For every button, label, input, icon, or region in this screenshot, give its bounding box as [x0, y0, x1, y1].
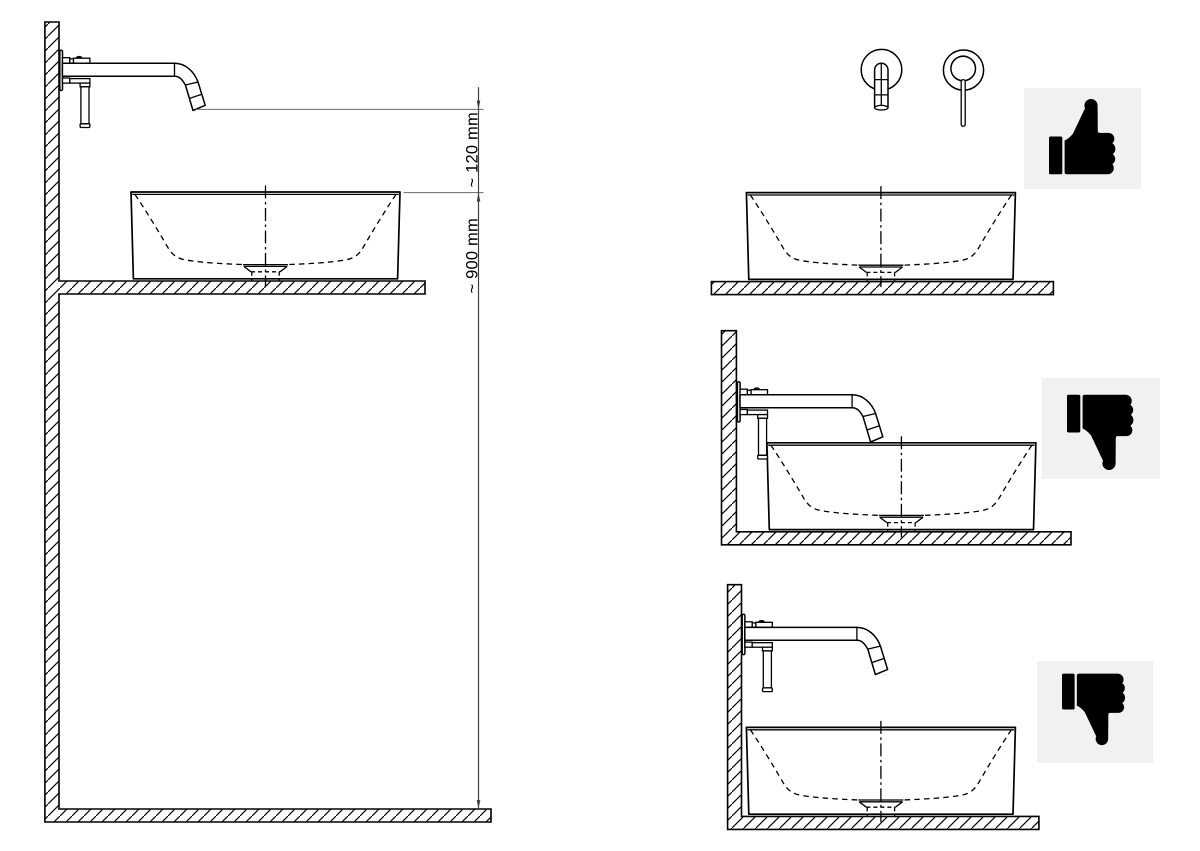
wall-counter-section	[720, 329, 1072, 546]
washbasin-front	[745, 185, 1017, 288]
dimension-label-rim-height: ~ 900 mm	[464, 218, 482, 293]
arrowhead-down-icon	[476, 100, 481, 110]
spout-front-view	[860, 48, 903, 111]
wall-floor-counter-section	[44, 21, 492, 823]
main-side-view: ~ 120 mm ~ 900 mm	[44, 21, 492, 823]
washbasin-side	[745, 720, 1017, 823]
lever-front-view	[942, 49, 985, 127]
dimensioning: ~ 120 mm ~ 900 mm	[196, 87, 484, 809]
washbasin-side	[766, 435, 1037, 539]
dimension-label-spout-clearance: ~ 120 mm	[464, 112, 482, 187]
wall-spout-side	[59, 49, 206, 129]
arrowhead-down-icon	[476, 800, 481, 809]
washbasin-side	[130, 184, 401, 288]
arrowhead-up-icon	[476, 192, 481, 202]
example-spout-too-low	[720, 329, 1160, 546]
example-too-little-clearance	[726, 583, 1153, 831]
wall-spout-side	[741, 613, 889, 693]
countertop-section	[710, 280, 1055, 296]
example-correct-front-view	[710, 48, 1141, 296]
wall-counter-section	[726, 583, 1040, 831]
